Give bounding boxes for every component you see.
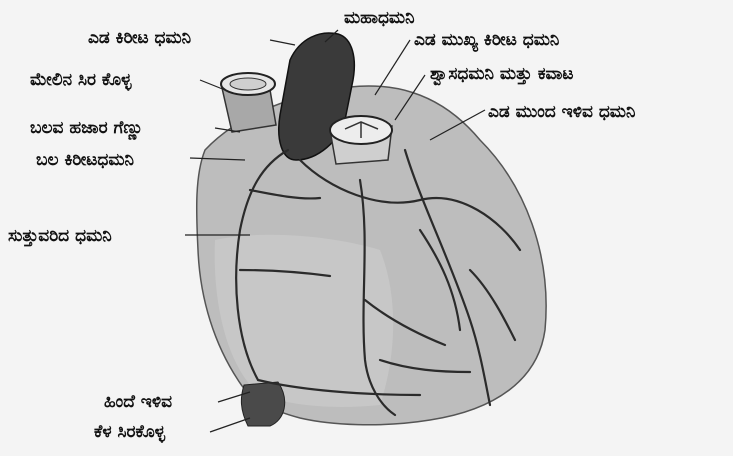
- label-posterior-descending: ಹಿಂದೆ ಇಳಿವ: [104, 392, 172, 412]
- label-left-anterior-descending: ಎಡ ಮುಂದ ಇಳಿವ ಧಮನಿ: [488, 102, 635, 122]
- label-inferior-vena-cava: ಕೆಳ ಸಿರಕೊಳ್ಳ: [94, 422, 165, 442]
- superior-vena-cava: [221, 73, 276, 132]
- label-right-auricle: ಬಲವ ಹಜಾರ ಗೆಣ್ಣು: [30, 118, 143, 138]
- label-left-main-coronary: ಎಡ ಮುಖ್ಯ ಕಿರೀಟ ಧಮನಿ: [414, 30, 559, 50]
- inferior-vena-cava: [241, 382, 284, 426]
- label-superior-vena-cava: ಮೇಲಿನ ಸಿರ ಕೊಳ್ಳ: [30, 70, 131, 90]
- label-pulmonary-artery-valve: ಶ್ವಾಸಧಮನಿ ಮತ್ತು ಕವಾಟ: [430, 64, 574, 84]
- pulmonary-trunk: [330, 116, 392, 164]
- label-right-coronary-artery: ಬಲ ಕಿರೀಟಧಮನಿ: [36, 150, 134, 170]
- label-aorta: ಮಹಾಧಮನಿ: [344, 8, 415, 28]
- label-circumflex-artery: ಸುತ್ತುವರಿದ ಧಮನಿ: [8, 226, 112, 246]
- label-left-coronary-artery: ಎಡ ಕಿರೀಟ ಧಮನಿ: [88, 28, 191, 48]
